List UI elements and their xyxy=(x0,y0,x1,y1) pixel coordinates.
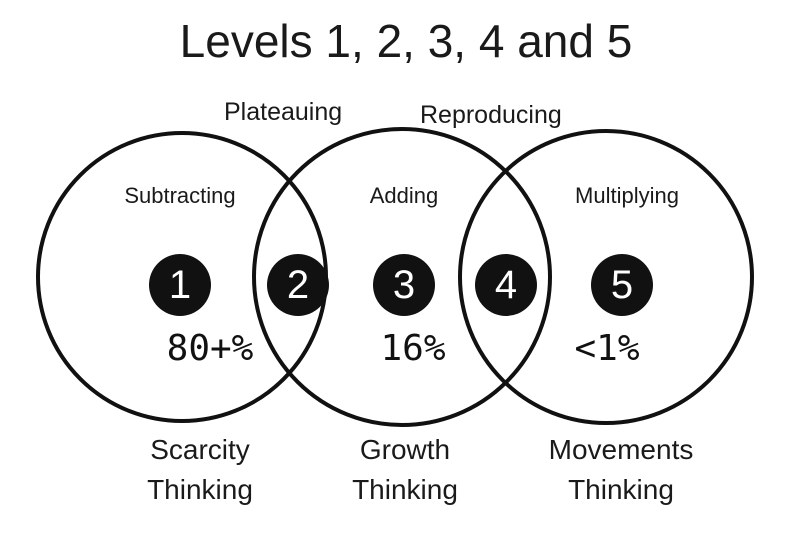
circle-label-subtracting: Subtracting xyxy=(124,183,236,208)
thinking-label-line2: Thinking xyxy=(352,474,458,505)
circle-multiplying xyxy=(458,129,754,425)
thinking-label-movements: Movements Thinking xyxy=(549,430,694,510)
thinking-label-scarcity: Scarcity Thinking xyxy=(147,430,253,510)
level-4-badge: 4 xyxy=(475,254,537,316)
thinking-label-line2: Thinking xyxy=(568,474,674,505)
overlap-label-reproducing: Reproducing xyxy=(420,101,562,129)
thinking-label-line2: Thinking xyxy=(147,474,253,505)
thinking-label-line1: Movements xyxy=(548,434,694,465)
circle-label-adding: Adding xyxy=(369,183,439,208)
overlap-label-plateauing: Plateauing xyxy=(224,98,343,126)
percent-growth: 16% xyxy=(380,328,446,369)
percent-movements: <1% xyxy=(574,328,640,369)
level-3-badge: 3 xyxy=(373,254,435,316)
thinking-label-line1: Growth xyxy=(359,434,451,465)
percent-scarcity: 80+% xyxy=(166,328,254,369)
thinking-label-line1: Scarcity xyxy=(150,434,250,465)
page-title: Levels 1, 2, 3, 4 and 5 xyxy=(179,15,633,67)
circle-label-multiplying: Multiplying xyxy=(575,183,679,208)
level-1-badge: 1 xyxy=(149,254,211,316)
level-5-badge: 5 xyxy=(591,254,653,316)
level-2-badge: 2 xyxy=(267,254,329,316)
circle-adding xyxy=(252,127,552,427)
thinking-label-growth: Growth Thinking xyxy=(352,430,458,510)
